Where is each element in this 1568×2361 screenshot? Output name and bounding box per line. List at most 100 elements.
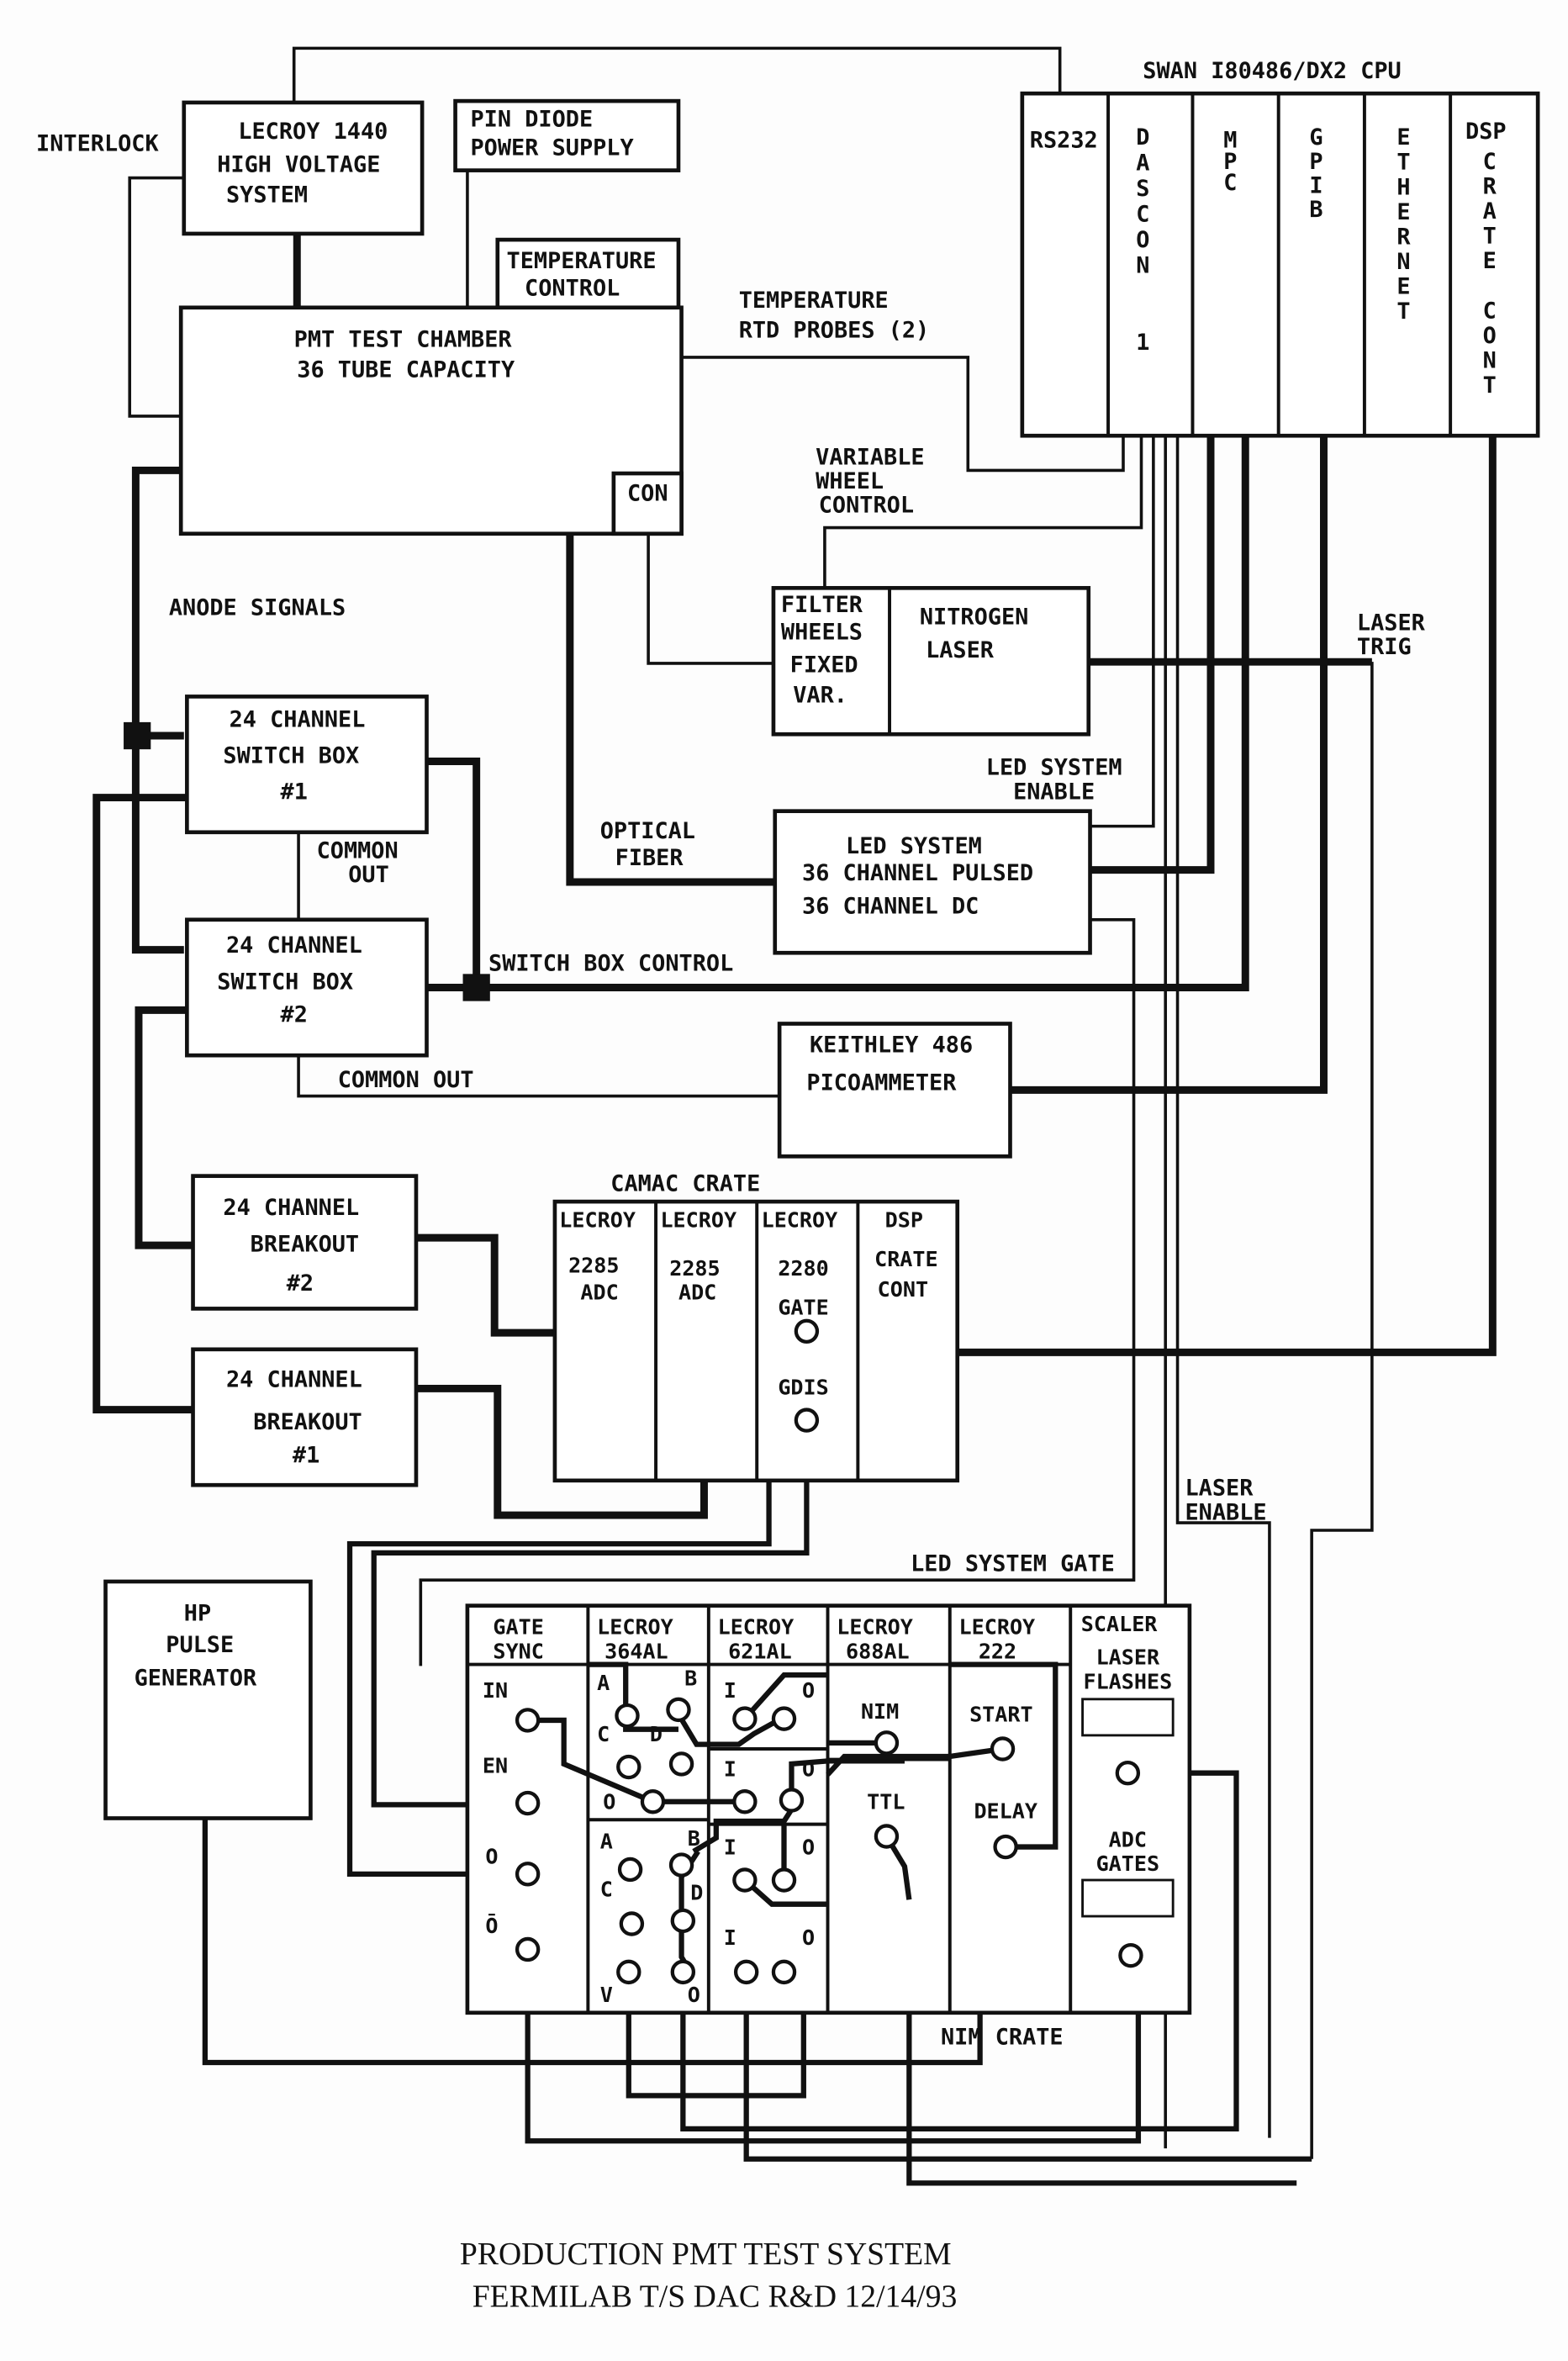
svg-text:COMMON: COMMON <box>317 837 399 864</box>
svg-text:24 CHANNEL: 24 CHANNEL <box>223 1195 359 1221</box>
wire-mpc-switch-control <box>426 436 1249 991</box>
wire-bottom-1 <box>525 1949 1142 2144</box>
svg-text:PICOAMMETER: PICOAMMETER <box>806 1070 957 1096</box>
jack-621-o1[interactable] <box>771 1706 797 1731</box>
svg-text:WHEEL: WHEEL <box>816 468 884 494</box>
diagram-title: PRODUCTION PMT TEST SYSTEM <box>460 2237 952 2272</box>
jack-364-d2[interactable] <box>670 1908 696 1934</box>
jack-621-i2[interactable] <box>732 1789 758 1814</box>
jack-688-nim[interactable] <box>874 1730 900 1756</box>
jack-621-o3[interactable] <box>771 1867 797 1893</box>
svg-text:CRATE: CRATE <box>874 1247 938 1271</box>
wire-switch2-breakout2 <box>135 1006 193 1249</box>
jack-222-delay[interactable] <box>993 1834 1018 1860</box>
jack-scaler-adc[interactable] <box>1118 1942 1143 1968</box>
scaler-display-1 <box>1081 1698 1175 1737</box>
jack-621-o2[interactable] <box>779 1788 805 1813</box>
jack-gs-o[interactable] <box>515 1862 541 1887</box>
svg-text:LECROY: LECROY <box>559 1208 636 1233</box>
jack-621-i3[interactable] <box>732 1867 758 1893</box>
svg-text:C: C <box>600 1878 613 1902</box>
jack-621-o4[interactable] <box>771 1959 797 1985</box>
jack-364-a2[interactable] <box>617 1857 643 1883</box>
svg-text:HIGH VOLTAGE: HIGH VOLTAGE <box>217 151 380 177</box>
svg-text:V: V <box>600 1983 613 2007</box>
wire-breakout2-adc <box>415 1233 604 1337</box>
jack-gs-in[interactable] <box>515 1708 541 1733</box>
svg-text:24 CHANNEL: 24 CHANNEL <box>226 1367 362 1393</box>
svg-text:CON: CON <box>627 480 668 506</box>
svg-text:2285: 2285 <box>669 1256 720 1281</box>
con-port <box>611 471 684 536</box>
jack-364-d1[interactable] <box>668 1751 694 1777</box>
svg-text:O: O <box>688 1983 700 2007</box>
jack-364-c2[interactable] <box>619 1911 645 1936</box>
svg-text:Ō: Ō <box>485 1913 498 1938</box>
svg-text:IN: IN <box>483 1678 508 1703</box>
svg-text:NIM CRATE: NIM CRATE <box>941 2024 1064 2050</box>
jack-688-ttl[interactable] <box>874 1824 900 1849</box>
wire-bottom-2 <box>626 1972 806 2099</box>
svg-text:D: D <box>690 1880 703 1904</box>
jack-gs-en[interactable] <box>515 1790 541 1816</box>
jack-scaler-laser[interactable] <box>1115 1760 1141 1786</box>
svg-text:LASER: LASER <box>1357 610 1426 636</box>
svg-text:PIN DIODE: PIN DIODE <box>471 107 594 133</box>
scaler-display-2 <box>1081 1878 1175 1918</box>
svg-text:SYNC: SYNC <box>493 1639 543 1663</box>
jack-364-b1[interactable] <box>666 1697 691 1723</box>
svg-text:SWITCH BOX CONTROL: SWITCH BOX CONTROL <box>488 951 733 977</box>
wire-dsp-crate-cont <box>916 436 1497 1356</box>
svg-text:A: A <box>600 1829 613 1853</box>
switch-box-2: 24 CHANNEL SWITCH BOX #2 <box>185 917 429 1058</box>
wire-switch-control-1 <box>426 758 481 988</box>
svg-text:VARIABLE: VARIABLE <box>816 444 924 470</box>
wire-optical-fiber <box>566 533 773 886</box>
svg-text:CONTROL: CONTROL <box>819 493 914 519</box>
jack-222-start[interactable] <box>990 1736 1016 1762</box>
svg-text:BREAKOUT: BREAKOUT <box>251 1231 359 1257</box>
wire-switch1-breakout1 <box>92 794 193 1414</box>
svg-text:GATE: GATE <box>778 1296 828 1320</box>
led-system: LED SYSTEM 36 CHANNEL PULSED 36 CHANNEL … <box>773 809 1092 955</box>
svg-text:ADC: ADC <box>678 1281 716 1305</box>
wire-rtd-dascon <box>681 356 1125 473</box>
svg-text:TEMPERATURE: TEMPERATURE <box>739 288 889 314</box>
svg-text:I: I <box>724 1835 736 1860</box>
svg-text:ADC: ADC <box>580 1281 618 1305</box>
svg-text:FILTER: FILTER <box>781 592 863 618</box>
svg-text:SYSTEM: SYSTEM <box>226 182 308 208</box>
svg-text:KEITHLEY 486: KEITHLEY 486 <box>810 1033 973 1059</box>
breakout-1: 24 CHANNEL BREAKOUT #1 <box>191 1347 419 1487</box>
jack-gdis[interactable] <box>794 1408 820 1433</box>
jack-364-c1[interactable] <box>616 1754 641 1780</box>
wire-bottom-4 <box>743 1972 1312 2162</box>
jack-gate[interactable] <box>794 1318 820 1344</box>
svg-text:I: I <box>724 1756 736 1781</box>
wire-bottom-3 <box>680 1770 1239 2131</box>
jack-364-o2[interactable] <box>670 1959 696 1985</box>
jack-621-i1[interactable] <box>732 1706 758 1731</box>
jack-364-b2[interactable] <box>668 1852 694 1878</box>
jack-364-o1[interactable] <box>640 1789 666 1814</box>
jack-364-a1[interactable] <box>615 1703 640 1729</box>
temperature-control: TEMPERATURE CONTROL <box>495 237 681 310</box>
wire-gpib-picoammeter <box>1010 436 1328 1094</box>
junction-anode <box>124 721 151 750</box>
svg-text:LED SYSTEM: LED SYSTEM <box>986 755 1122 781</box>
svg-text:GATE: GATE <box>493 1615 543 1640</box>
svg-text:LASER: LASER <box>1185 1476 1254 1502</box>
jack-gs-obar[interactable] <box>515 1936 541 1962</box>
jack-621-i4[interactable] <box>733 1959 759 1985</box>
jack-364-v[interactable] <box>616 1959 641 1985</box>
svg-text:BREAKOUT: BREAKOUT <box>253 1409 362 1435</box>
pmt-test-chamber: PMT TEST CHAMBER 36 TUBE CAPACITY CON <box>178 305 684 536</box>
svg-text:ENABLE: ENABLE <box>1013 779 1095 805</box>
svg-text:SWITCH BOX: SWITCH BOX <box>217 969 353 995</box>
svg-text:POWER SUPPLY: POWER SUPPLY <box>471 135 635 161</box>
wire-led-dc-gate <box>419 918 1136 1666</box>
